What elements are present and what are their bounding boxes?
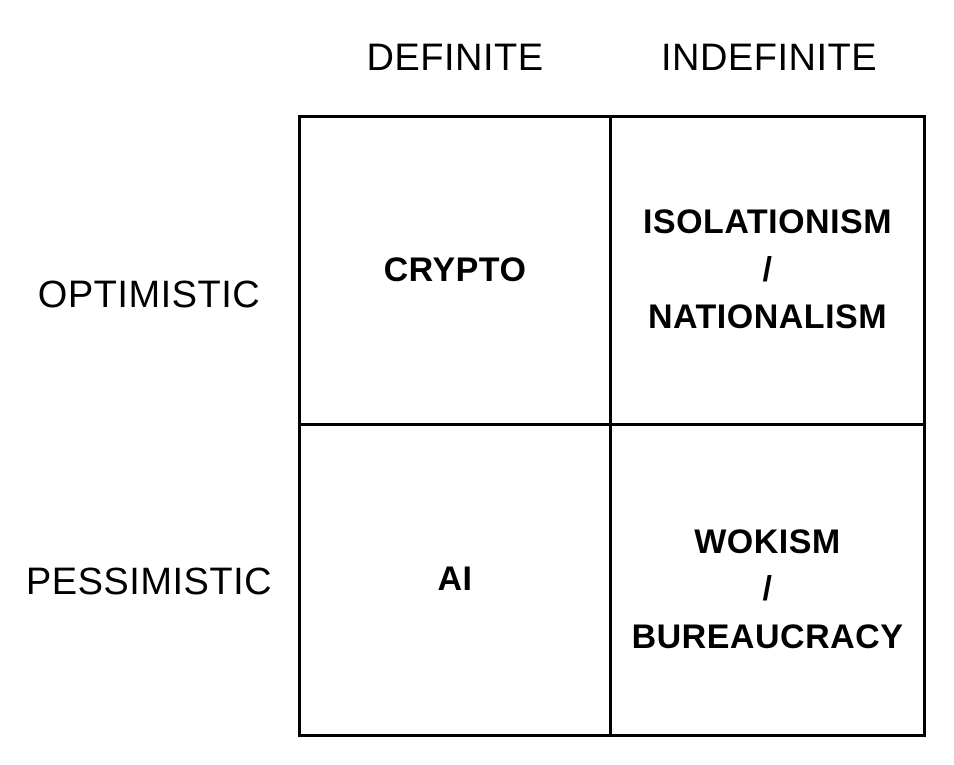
quadrant-indefinite-pessimistic: WOKISM / BUREAUCRACY [612, 426, 923, 734]
quadrant-indefinite-optimistic: ISOLATIONISM / NATIONALISM [612, 118, 923, 426]
quadrant-definite-pessimistic: AI [301, 426, 612, 734]
column-header-indefinite: INDEFINITE [612, 30, 926, 86]
quadrant-ai-line: AI [437, 560, 473, 599]
quadrant-isolationism-nationalism-text: ISOLATIONISM / NATIONALISM [643, 199, 892, 342]
quadrant-ai-text: AI [438, 556, 473, 604]
quadrant-slash-line: / [762, 570, 773, 609]
row-label-optimistic: OPTIMISTIC [0, 115, 298, 427]
column-header-definite: DEFINITE [298, 30, 612, 86]
quadrant-crypto-text: CRYPTO [384, 247, 527, 295]
row-label-pessimistic-text: PESSIMISTIC [25, 560, 273, 603]
column-header-indefinite-label: INDEFINITE [660, 36, 878, 79]
quadrant-nationalism-line: NATIONALISM [647, 298, 888, 337]
column-header-definite-label: DEFINITE [366, 36, 544, 79]
quadrant-slash-line: / [762, 250, 773, 289]
quadrant-bureaucracy-line: BUREAUCRACY [631, 617, 904, 656]
quadrant-wokism-bureaucracy-text: WOKISM / BUREAUCRACY [632, 519, 904, 662]
quadrant-crypto-line: CRYPTO [383, 250, 527, 289]
quadrant-isolationism-line: ISOLATIONISM [642, 203, 893, 242]
row-label-optimistic-text: OPTIMISTIC [37, 273, 261, 316]
quadrant-definite-optimistic: CRYPTO [301, 118, 612, 426]
quadrant-wokism-line: WOKISM [694, 522, 841, 561]
row-label-pessimistic: PESSIMISTIC [0, 427, 298, 737]
matrix-grid: CRYPTO ISOLATIONISM / NATIONALISM AI WOK… [298, 115, 926, 737]
